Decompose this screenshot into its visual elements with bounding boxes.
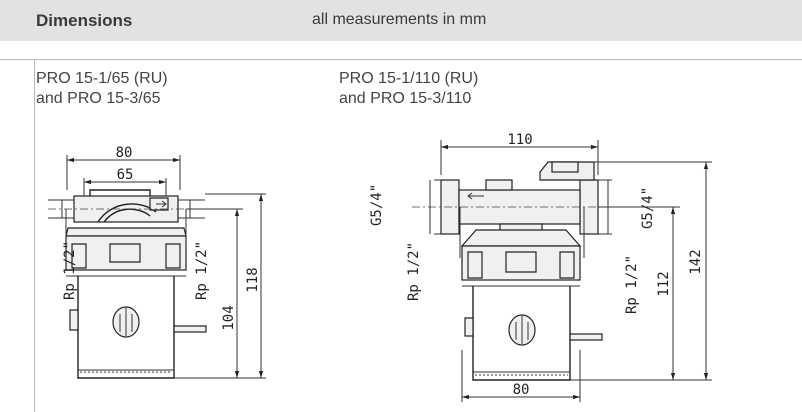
right-dim-112: 112 (656, 271, 672, 296)
right-dim-rp-right: Rp 1/2" (624, 255, 640, 314)
section-subtitle: all measurements in mm (312, 11, 487, 28)
left-dim-80: 80 (116, 145, 133, 161)
left-dim-118: 118 (245, 267, 261, 292)
right-dim-rp-left: Rp 1/2" (406, 242, 422, 301)
right-pump-drawing (412, 140, 712, 402)
right-dim-142: 142 (688, 249, 704, 274)
left-caption-line2: and PRO 15-3/65 (36, 90, 161, 107)
left-caption: PRO 15-1/65 (RU) and PRO 15-3/65 (36, 69, 168, 109)
right-caption: PRO 15-1/110 (RU) and PRO 15-3/110 (339, 69, 478, 109)
left-caption-line1: PRO 15-1/65 (RU) (36, 70, 168, 87)
left-pump-drawing (48, 155, 266, 379)
left-dim-65: 65 (117, 167, 134, 183)
right-dim-g-left: G5/4" (369, 184, 385, 226)
left-dim-104: 104 (221, 305, 237, 330)
section-header: Dimensions all measurements in mm (0, 0, 802, 41)
section-title: Dimensions (36, 11, 133, 30)
right-dim-110: 110 (507, 132, 532, 148)
divider-horizontal (0, 59, 802, 60)
right-dim-80: 80 (513, 382, 530, 398)
left-dim-rp-left: Rp 1/2" (62, 241, 78, 300)
right-caption-line1: PRO 15-1/110 (RU) (339, 70, 479, 87)
left-dim-rp-right: Rp 1/2" (194, 241, 210, 300)
right-caption-line2: and PRO 15-3/110 (339, 90, 472, 107)
right-dim-g-right: G5/4" (640, 187, 656, 229)
divider-vertical (34, 60, 35, 412)
